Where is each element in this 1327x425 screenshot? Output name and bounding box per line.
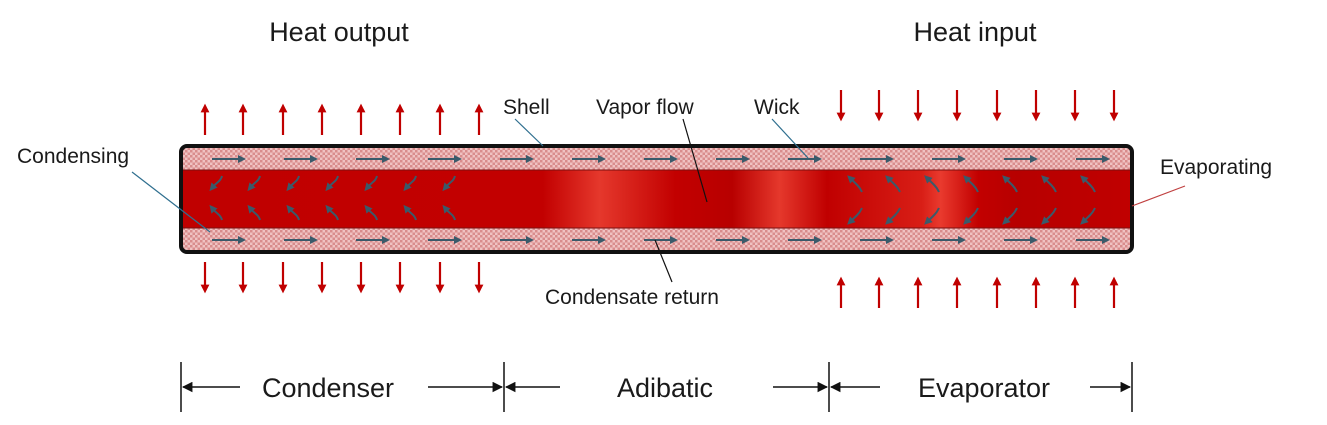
phase-change-arrow <box>885 175 901 193</box>
shell-label: Shell <box>503 96 550 119</box>
vapor-core <box>183 170 1130 228</box>
condensing-label-group: Condensing <box>17 145 211 233</box>
phase-change-arrow <box>1002 175 1018 193</box>
phase-change-arrow <box>924 175 940 193</box>
wick-label: Wick <box>754 96 800 119</box>
phase-change-arrow <box>442 204 456 221</box>
phase-change-arrow <box>403 175 417 192</box>
heat-output-arrows-top <box>200 103 484 135</box>
phase-change-arrow <box>1041 207 1057 225</box>
phase-change-arrow <box>885 207 901 225</box>
heat-output-heading: Heat output <box>269 17 409 47</box>
phase-change-arrow <box>247 175 261 192</box>
condensate-return-label-group: Condensate return <box>545 239 719 309</box>
phase-change-arrow <box>286 175 300 192</box>
wick-label-group: Wick <box>754 96 809 159</box>
phase-change-arrow <box>325 175 339 192</box>
vapor-flow-label: Vapor flow <box>596 96 694 119</box>
phase-change-arrow <box>847 175 863 193</box>
phase-change-arrow <box>286 204 300 221</box>
phase-change-arrow <box>325 204 339 221</box>
phase-change-arrow <box>1080 175 1096 193</box>
phase-change-arrow <box>209 175 223 192</box>
condenser-section-label: Condenser <box>262 373 394 403</box>
phase-change-arrow <box>403 204 417 221</box>
evaporating-label: Evaporating <box>1160 156 1272 179</box>
condensing-label: Condensing <box>17 145 129 168</box>
phase-change-arrow <box>924 207 940 225</box>
shell-label-group: Shell <box>503 96 550 147</box>
phase-change-arrow <box>364 175 378 192</box>
section-dimensions <box>180 362 1133 412</box>
wick-flow-arrows <box>212 155 1110 244</box>
phase-change-arrow <box>963 175 979 193</box>
phase-change-arrow <box>963 207 979 225</box>
heat-input-arrows-bottom <box>836 276 1119 308</box>
adiabatic-section-label: Adibatic <box>617 373 713 403</box>
heat-input-arrows-top <box>836 90 1119 122</box>
phase-change-arrow <box>1041 175 1057 193</box>
heat-pipe <box>179 144 1134 254</box>
heat-input-heading: Heat input <box>913 17 1037 47</box>
phase-change-arrows <box>209 175 1096 225</box>
phase-change-arrow <box>209 204 223 221</box>
vapor-flow-label-group: Vapor flow <box>596 96 708 203</box>
phase-change-arrow <box>1080 207 1096 225</box>
phase-change-arrow <box>1002 207 1018 225</box>
pipe-outline <box>179 144 1134 254</box>
phase-change-arrow <box>247 204 261 221</box>
condensate-return-label: Condensate return <box>545 286 719 309</box>
phase-change-arrow <box>364 204 378 221</box>
phase-change-arrow <box>847 207 863 225</box>
evaporator-section-label: Evaporator <box>918 373 1050 403</box>
evaporating-label-group: Evaporating <box>1131 156 1272 207</box>
heat-output-arrows-bottom <box>200 262 484 294</box>
phase-change-arrow <box>442 175 456 192</box>
